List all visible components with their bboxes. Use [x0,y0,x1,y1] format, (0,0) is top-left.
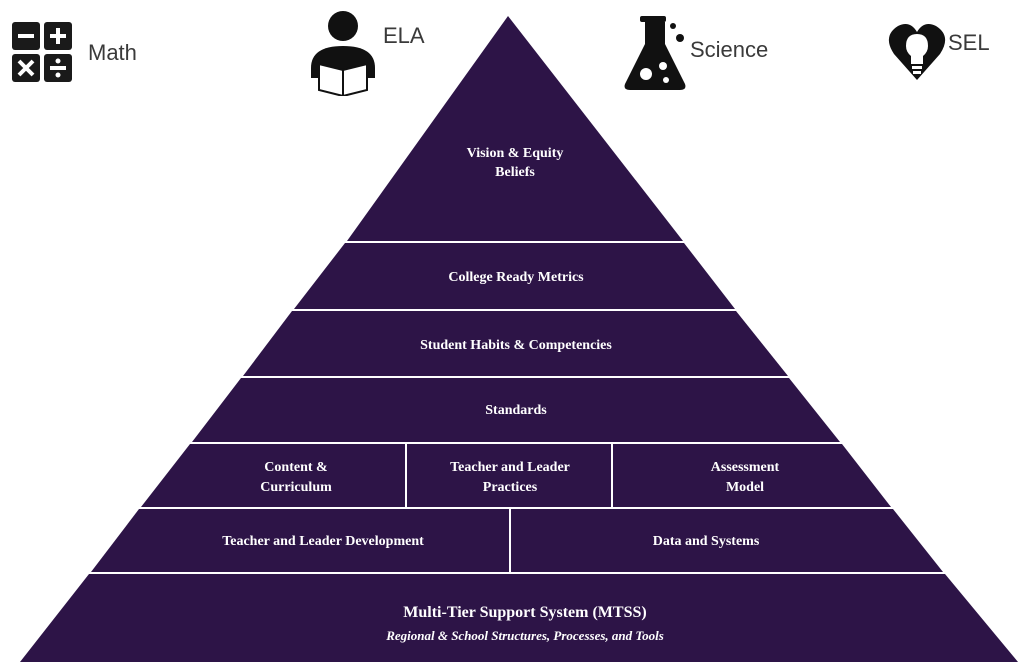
subject-label-ela: ELA [383,23,425,48]
pyramid-tier-development [91,509,509,572]
subject-science: Science [622,14,768,92]
tier-mtss-subtitle: Regional & School Structures, Processes,… [385,628,664,643]
tier-vision-line2: Beliefs [495,165,535,180]
subject-label-science: Science [690,37,769,62]
tier-assessment-line2: Model [726,480,764,495]
pyramid-tier-practices [407,444,611,507]
tier-data-label: Data and Systems [653,534,760,549]
subject-sel: SEL [888,20,990,86]
pyramid-tier-data [511,509,943,572]
pyramid-tier-college-ready [294,243,735,309]
tier-content-line1: Content & [264,460,327,475]
math-operators-icon [12,22,72,82]
tier-standards-label: Standards [485,403,547,418]
tier-college-ready-label: College Ready Metrics [448,270,584,285]
pyramid-tier-habits [243,311,788,376]
tier-practices-line2: Practices [483,480,538,495]
tier-vision-line1: Vision & Equity [467,146,564,161]
flask-icon [624,16,686,90]
tier-habits-label: Student Habits & Competencies [420,338,612,353]
pyramid-tier-content [141,444,405,507]
subject-label-sel: SEL [948,30,990,55]
subject-math: Math [12,22,137,84]
reader-icon [311,11,375,96]
pyramid-tier-vision [347,16,683,241]
tier-content-line2: Curriculum [260,480,332,495]
tier-assessment-line1: Assessment [711,460,780,475]
subject-ela: ELA [305,6,425,96]
tier-mtss-title: Multi-Tier Support System (MTSS) [403,604,646,621]
subject-label-math: Math [88,40,137,65]
pyramid-tier-standards [192,378,840,442]
pyramid-tier-assessment [613,444,891,507]
tier-practices-line1: Teacher and Leader [450,460,570,475]
tier-development-label: Teacher and Leader Development [222,534,424,549]
heart-lightbulb-icon [888,24,946,80]
pyramid-tier-mtss [20,574,1018,662]
